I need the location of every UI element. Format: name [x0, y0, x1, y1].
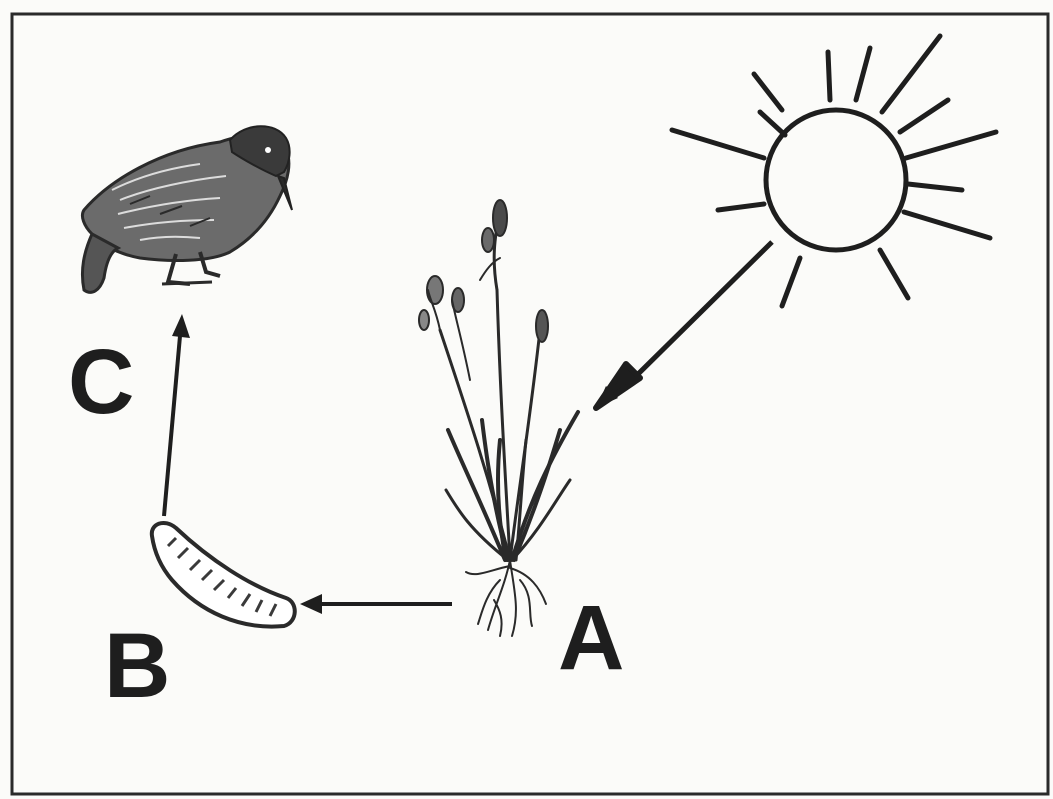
grass-plant-icon: [419, 200, 578, 636]
arrow-sun-to-plant: [596, 242, 772, 408]
arrow-plant-to-caterpillar: [300, 594, 452, 614]
label-consumer-c: C: [68, 336, 134, 428]
arrow-caterpillar-to-bird: [164, 314, 190, 516]
caterpillar-icon: [152, 523, 295, 627]
bird-icon: [82, 126, 292, 292]
label-consumer-b: B: [104, 620, 170, 712]
label-producer-a: A: [558, 592, 624, 684]
sun-icon: [672, 36, 996, 306]
